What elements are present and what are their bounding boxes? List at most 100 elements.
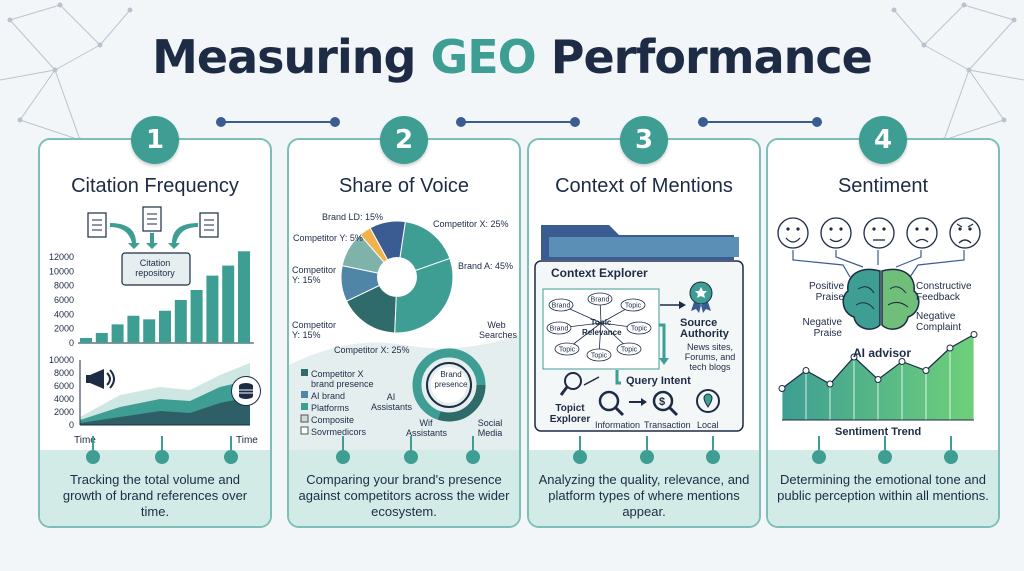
network-decoration-right bbox=[891, 2, 1024, 143]
step-number-4: 4 bbox=[859, 116, 907, 164]
bar-chart bbox=[78, 251, 254, 344]
y-tick-label: 10000 bbox=[49, 355, 74, 365]
topic-node-label: Brand bbox=[550, 326, 569, 333]
legend-item-3: Composite bbox=[311, 415, 355, 425]
topic-node bbox=[554, 342, 580, 356]
connector-1-2 bbox=[216, 117, 340, 127]
area-series bbox=[80, 397, 250, 425]
positive-praise-label: Positive Praise bbox=[808, 281, 844, 303]
topic-relevance-label: Topic Relevance bbox=[582, 318, 622, 337]
topic-node bbox=[546, 321, 572, 335]
y-tick-label: 4000 bbox=[54, 394, 74, 404]
ring-label-wif: Wif Assistants bbox=[406, 418, 448, 438]
bar bbox=[95, 332, 108, 343]
connector-knob bbox=[944, 450, 958, 464]
legend-item-4: Sovrmedicors bbox=[311, 427, 367, 437]
legend-item-2: Platforms bbox=[311, 403, 350, 413]
negative-praise-label: Negative Praise bbox=[802, 317, 842, 339]
sad-face-icon bbox=[906, 217, 938, 249]
intent-transaction: Transaction bbox=[644, 420, 691, 430]
pie-label-competitor-y-15b: Competitor Y: 15% bbox=[292, 320, 337, 340]
bar bbox=[206, 275, 219, 343]
ring-label-social: Social Media bbox=[477, 418, 503, 438]
constructive-feedback-label: Constructive Feedback bbox=[916, 281, 972, 303]
connector-knob bbox=[812, 450, 826, 464]
neutral-face-icon bbox=[863, 217, 895, 249]
sentiment-illustration bbox=[777, 217, 981, 421]
y-tick-label: 4000 bbox=[54, 309, 74, 319]
citation-repository-box bbox=[121, 252, 191, 286]
pie-label-competitor-x-bottom: Competitor X: 25% bbox=[334, 345, 410, 355]
knob-stem bbox=[884, 436, 886, 450]
y-tick-label: 6000 bbox=[54, 295, 74, 305]
source-authority-label: Source Authority bbox=[680, 317, 729, 340]
ring-center-label: Brand presence bbox=[434, 370, 468, 389]
pie-label-competitor-y-15a: Competitor Y: 15% bbox=[292, 265, 337, 285]
brain-icon bbox=[842, 268, 920, 330]
ring-chart bbox=[412, 348, 486, 422]
y-tick-label: 2000 bbox=[54, 407, 74, 417]
search-icon bbox=[598, 390, 625, 417]
very-happy-face-icon bbox=[777, 217, 809, 249]
connector-knob bbox=[86, 450, 100, 464]
topic-node-label: Topic bbox=[591, 353, 608, 360]
intent-information: Information bbox=[595, 420, 641, 430]
step-number-2: 2 bbox=[380, 116, 428, 164]
legend-item-1: AI brand bbox=[311, 391, 346, 401]
y-tick-label: 6000 bbox=[54, 381, 74, 391]
connector-knob bbox=[640, 450, 654, 464]
y-tick-label: 2000 bbox=[54, 324, 74, 334]
x-axis-label-start: Time bbox=[74, 435, 96, 446]
y-tick-label: 10000 bbox=[49, 266, 74, 276]
topic-node bbox=[626, 321, 652, 335]
trend-point bbox=[850, 353, 858, 361]
knob-stem bbox=[230, 436, 232, 450]
step-number-3: 3 bbox=[620, 116, 668, 164]
topic-node bbox=[548, 298, 574, 312]
trend-point bbox=[898, 358, 906, 365]
topic-node bbox=[620, 298, 646, 312]
topic-node-label: Brand bbox=[591, 297, 610, 304]
y-tick-label: 8000 bbox=[54, 368, 74, 378]
step-number-1: 1 bbox=[131, 116, 179, 164]
y-tick-label: 0 bbox=[69, 420, 74, 430]
magnifier-chart-icon bbox=[559, 372, 582, 396]
megaphone-icon bbox=[86, 366, 120, 396]
knob-stem bbox=[712, 436, 714, 450]
topic-node-label: Topic bbox=[559, 347, 576, 354]
topic-node-label: Brand bbox=[552, 303, 571, 310]
connector-2-3 bbox=[456, 117, 580, 127]
arrow-right-icon bbox=[629, 398, 647, 406]
trend-point bbox=[802, 367, 810, 374]
panel-title-share: Share of Voice bbox=[338, 175, 470, 197]
pie-label-brand-ld: Brand LD: 15% bbox=[322, 212, 384, 222]
document-icon bbox=[87, 206, 219, 238]
connector-knob bbox=[404, 450, 418, 464]
bar bbox=[159, 310, 171, 343]
topic-node-label: Topic bbox=[625, 303, 642, 310]
knob-stem bbox=[92, 436, 94, 450]
panel-desc-citation: Tracking the total volume and growth of … bbox=[62, 472, 248, 519]
query-intent-label: Query Intent bbox=[626, 375, 691, 387]
connector-3-4 bbox=[698, 117, 822, 127]
y-tick-label: 12000 bbox=[49, 252, 74, 262]
topic-explorer-label: Topict Explorer bbox=[549, 403, 591, 425]
pie-label-competitor-x-top: Competitor X: 25% bbox=[433, 219, 509, 229]
bar bbox=[80, 337, 92, 343]
panel-desc-context: Analyzing the quality, relevance, and pl… bbox=[538, 472, 750, 519]
trend-point bbox=[874, 376, 882, 383]
pie-label-brand-a: Brand A: 45% bbox=[458, 261, 514, 271]
connector-knob bbox=[224, 450, 238, 464]
trend-point bbox=[922, 367, 930, 374]
topic-node bbox=[587, 292, 613, 306]
knob-stem bbox=[646, 436, 648, 450]
negative-complaint-label: Negative Complaint bbox=[916, 311, 962, 333]
arrow-icon bbox=[110, 223, 198, 249]
trend-point bbox=[826, 380, 834, 388]
knob-stem bbox=[342, 436, 344, 450]
x-axis-label-end: Time bbox=[236, 435, 258, 446]
dollar-search-icon: $ bbox=[652, 390, 679, 417]
database-icon bbox=[231, 376, 261, 406]
